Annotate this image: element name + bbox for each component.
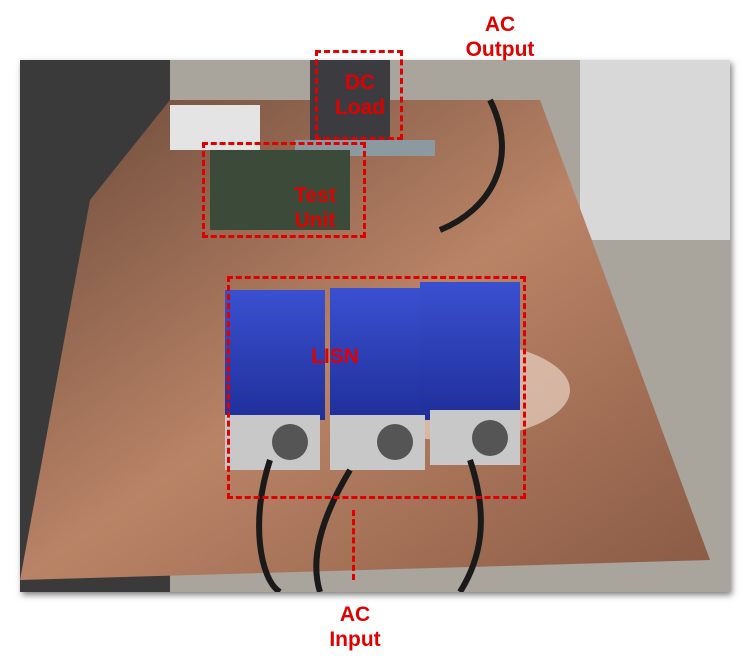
lisn-label: LISN (311, 345, 359, 368)
ac-output-line1: AC (484, 13, 516, 36)
ac-input-label: AC Input (310, 602, 400, 652)
test-unit-line1: Test (294, 184, 336, 207)
test-unit-label: Test Unit (280, 183, 350, 233)
ac-output-line2: Output (465, 38, 535, 61)
ac-output-label: AC Output (455, 12, 545, 62)
lisn-1 (225, 290, 325, 420)
dc-load-device (310, 60, 390, 140)
test-unit-box (202, 142, 366, 238)
photo-scene (20, 60, 730, 592)
right-table (580, 60, 730, 240)
lisn-box (227, 276, 526, 499)
test-unit-line2: Unit (294, 209, 336, 232)
ac-input-line1: AC (339, 603, 371, 626)
test-unit-board (210, 150, 350, 230)
ac-input-line2: Input (329, 628, 381, 651)
dc-load-box (315, 50, 403, 140)
dc-load-line1: DC (344, 71, 376, 94)
lisn-3 (420, 282, 520, 417)
lab-setup-photo (20, 60, 730, 592)
dc-load-line2: Load (334, 96, 386, 119)
ac-input-pointer (352, 510, 355, 580)
lisn-2 (330, 288, 430, 420)
dc-load-label: DC Load (320, 70, 400, 120)
